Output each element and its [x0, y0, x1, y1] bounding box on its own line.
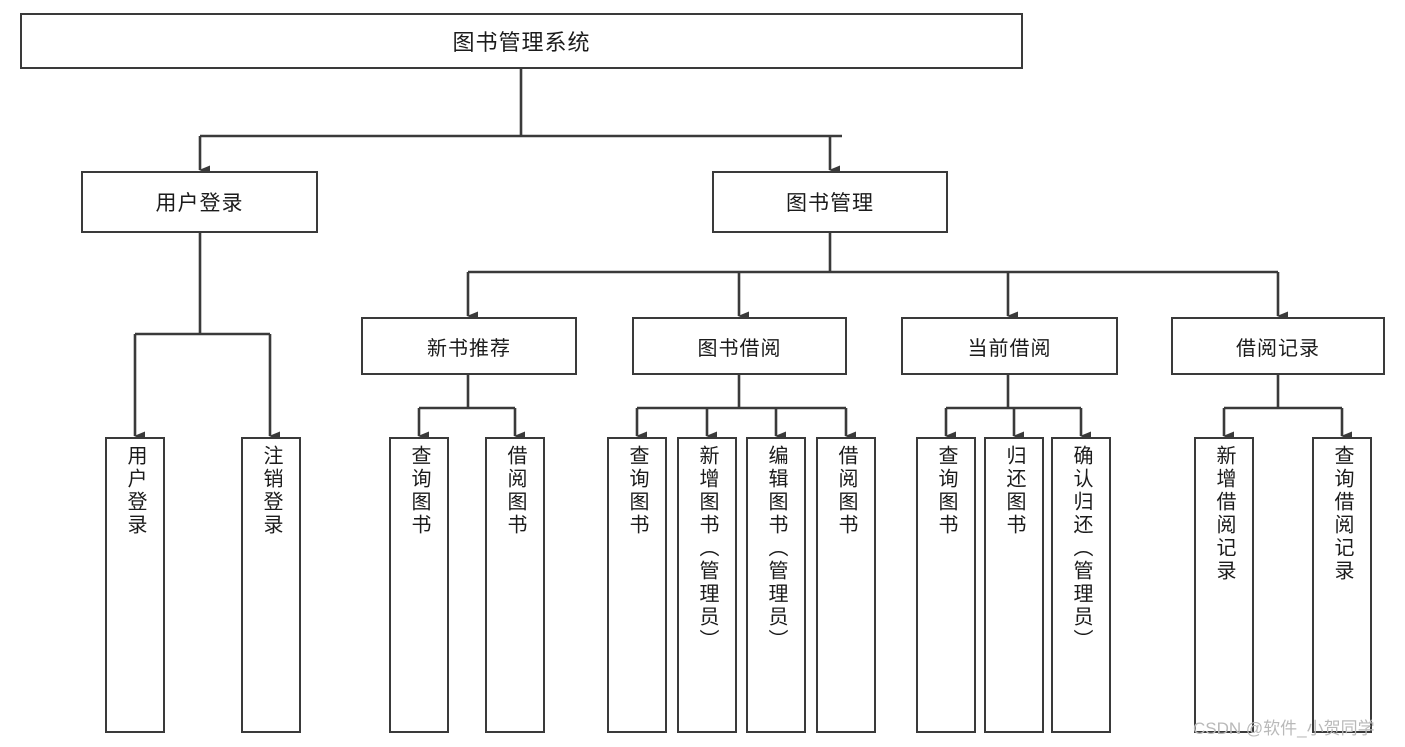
node-leaf-user-login-label: 用户登录 [124, 445, 146, 537]
node-leaf-confirm-return-admin[interactable]: 确认归还（管理员） [1051, 437, 1111, 733]
node-borrow-record[interactable]: 借阅记录 [1171, 317, 1385, 375]
node-leaf-logout-label: 注销登录 [260, 445, 282, 537]
node-leaf-add-borrow-record-label: 新增借阅记录 [1213, 445, 1235, 583]
node-leaf-query-book-recommend-label: 查询图书 [408, 445, 430, 537]
node-leaf-add-borrow-record[interactable]: 新增借阅记录 [1194, 437, 1254, 733]
node-leaf-query-book-current-label: 查询图书 [935, 445, 957, 537]
node-leaf-query-borrow-record-label: 查询借阅记录 [1331, 445, 1353, 583]
node-book-management-label: 图书管理 [786, 192, 874, 215]
node-leaf-query-borrow-record[interactable]: 查询借阅记录 [1312, 437, 1372, 733]
node-user-login[interactable]: 用户登录 [81, 171, 318, 233]
node-current-borrow[interactable]: 当前借阅 [901, 317, 1118, 375]
node-user-login-label: 用户登录 [155, 192, 244, 215]
node-leaf-edit-book-admin-label: 编辑图书（管理员） [765, 445, 787, 652]
node-leaf-borrow-book[interactable]: 借阅图书 [816, 437, 876, 733]
node-book-management[interactable]: 图书管理 [712, 171, 948, 233]
node-book-borrow[interactable]: 图书借阅 [632, 317, 847, 375]
node-leaf-return-book[interactable]: 归还图书 [984, 437, 1044, 733]
node-borrow-record-label: 借阅记录 [1236, 337, 1320, 360]
node-leaf-logout[interactable]: 注销登录 [241, 437, 301, 733]
node-book-borrow-label: 图书借阅 [697, 337, 782, 360]
node-leaf-add-book-admin-label: 新增图书（管理员） [696, 445, 718, 652]
node-leaf-query-book-borrow-label: 查询图书 [626, 445, 648, 537]
node-leaf-return-book-label: 归还图书 [1003, 445, 1025, 537]
node-leaf-query-book-current[interactable]: 查询图书 [916, 437, 976, 733]
node-leaf-query-book-recommend[interactable]: 查询图书 [389, 437, 449, 733]
node-leaf-confirm-return-admin-label: 确认归还（管理员） [1070, 445, 1092, 652]
node-leaf-borrow-book-label: 借阅图书 [835, 445, 857, 537]
node-leaf-edit-book-admin[interactable]: 编辑图书（管理员） [746, 437, 806, 733]
node-new-book-recommend[interactable]: 新书推荐 [361, 317, 577, 375]
csdn-watermark: CSDN @软件_小贺同学 [1193, 719, 1375, 738]
node-leaf-borrow-book-recommend-label: 借阅图书 [504, 445, 526, 537]
node-leaf-add-book-admin[interactable]: 新增图书（管理员） [677, 437, 737, 733]
node-leaf-borrow-book-recommend[interactable]: 借阅图书 [485, 437, 545, 733]
node-root[interactable]: 图书管理系统 [20, 13, 1023, 69]
node-root-label: 图书管理系统 [452, 30, 591, 55]
node-leaf-query-book-borrow[interactable]: 查询图书 [607, 437, 667, 733]
node-current-borrow-label: 当前借阅 [967, 337, 1052, 360]
node-new-book-recommend-label: 新书推荐 [427, 337, 511, 360]
node-leaf-user-login[interactable]: 用户登录 [105, 437, 165, 733]
